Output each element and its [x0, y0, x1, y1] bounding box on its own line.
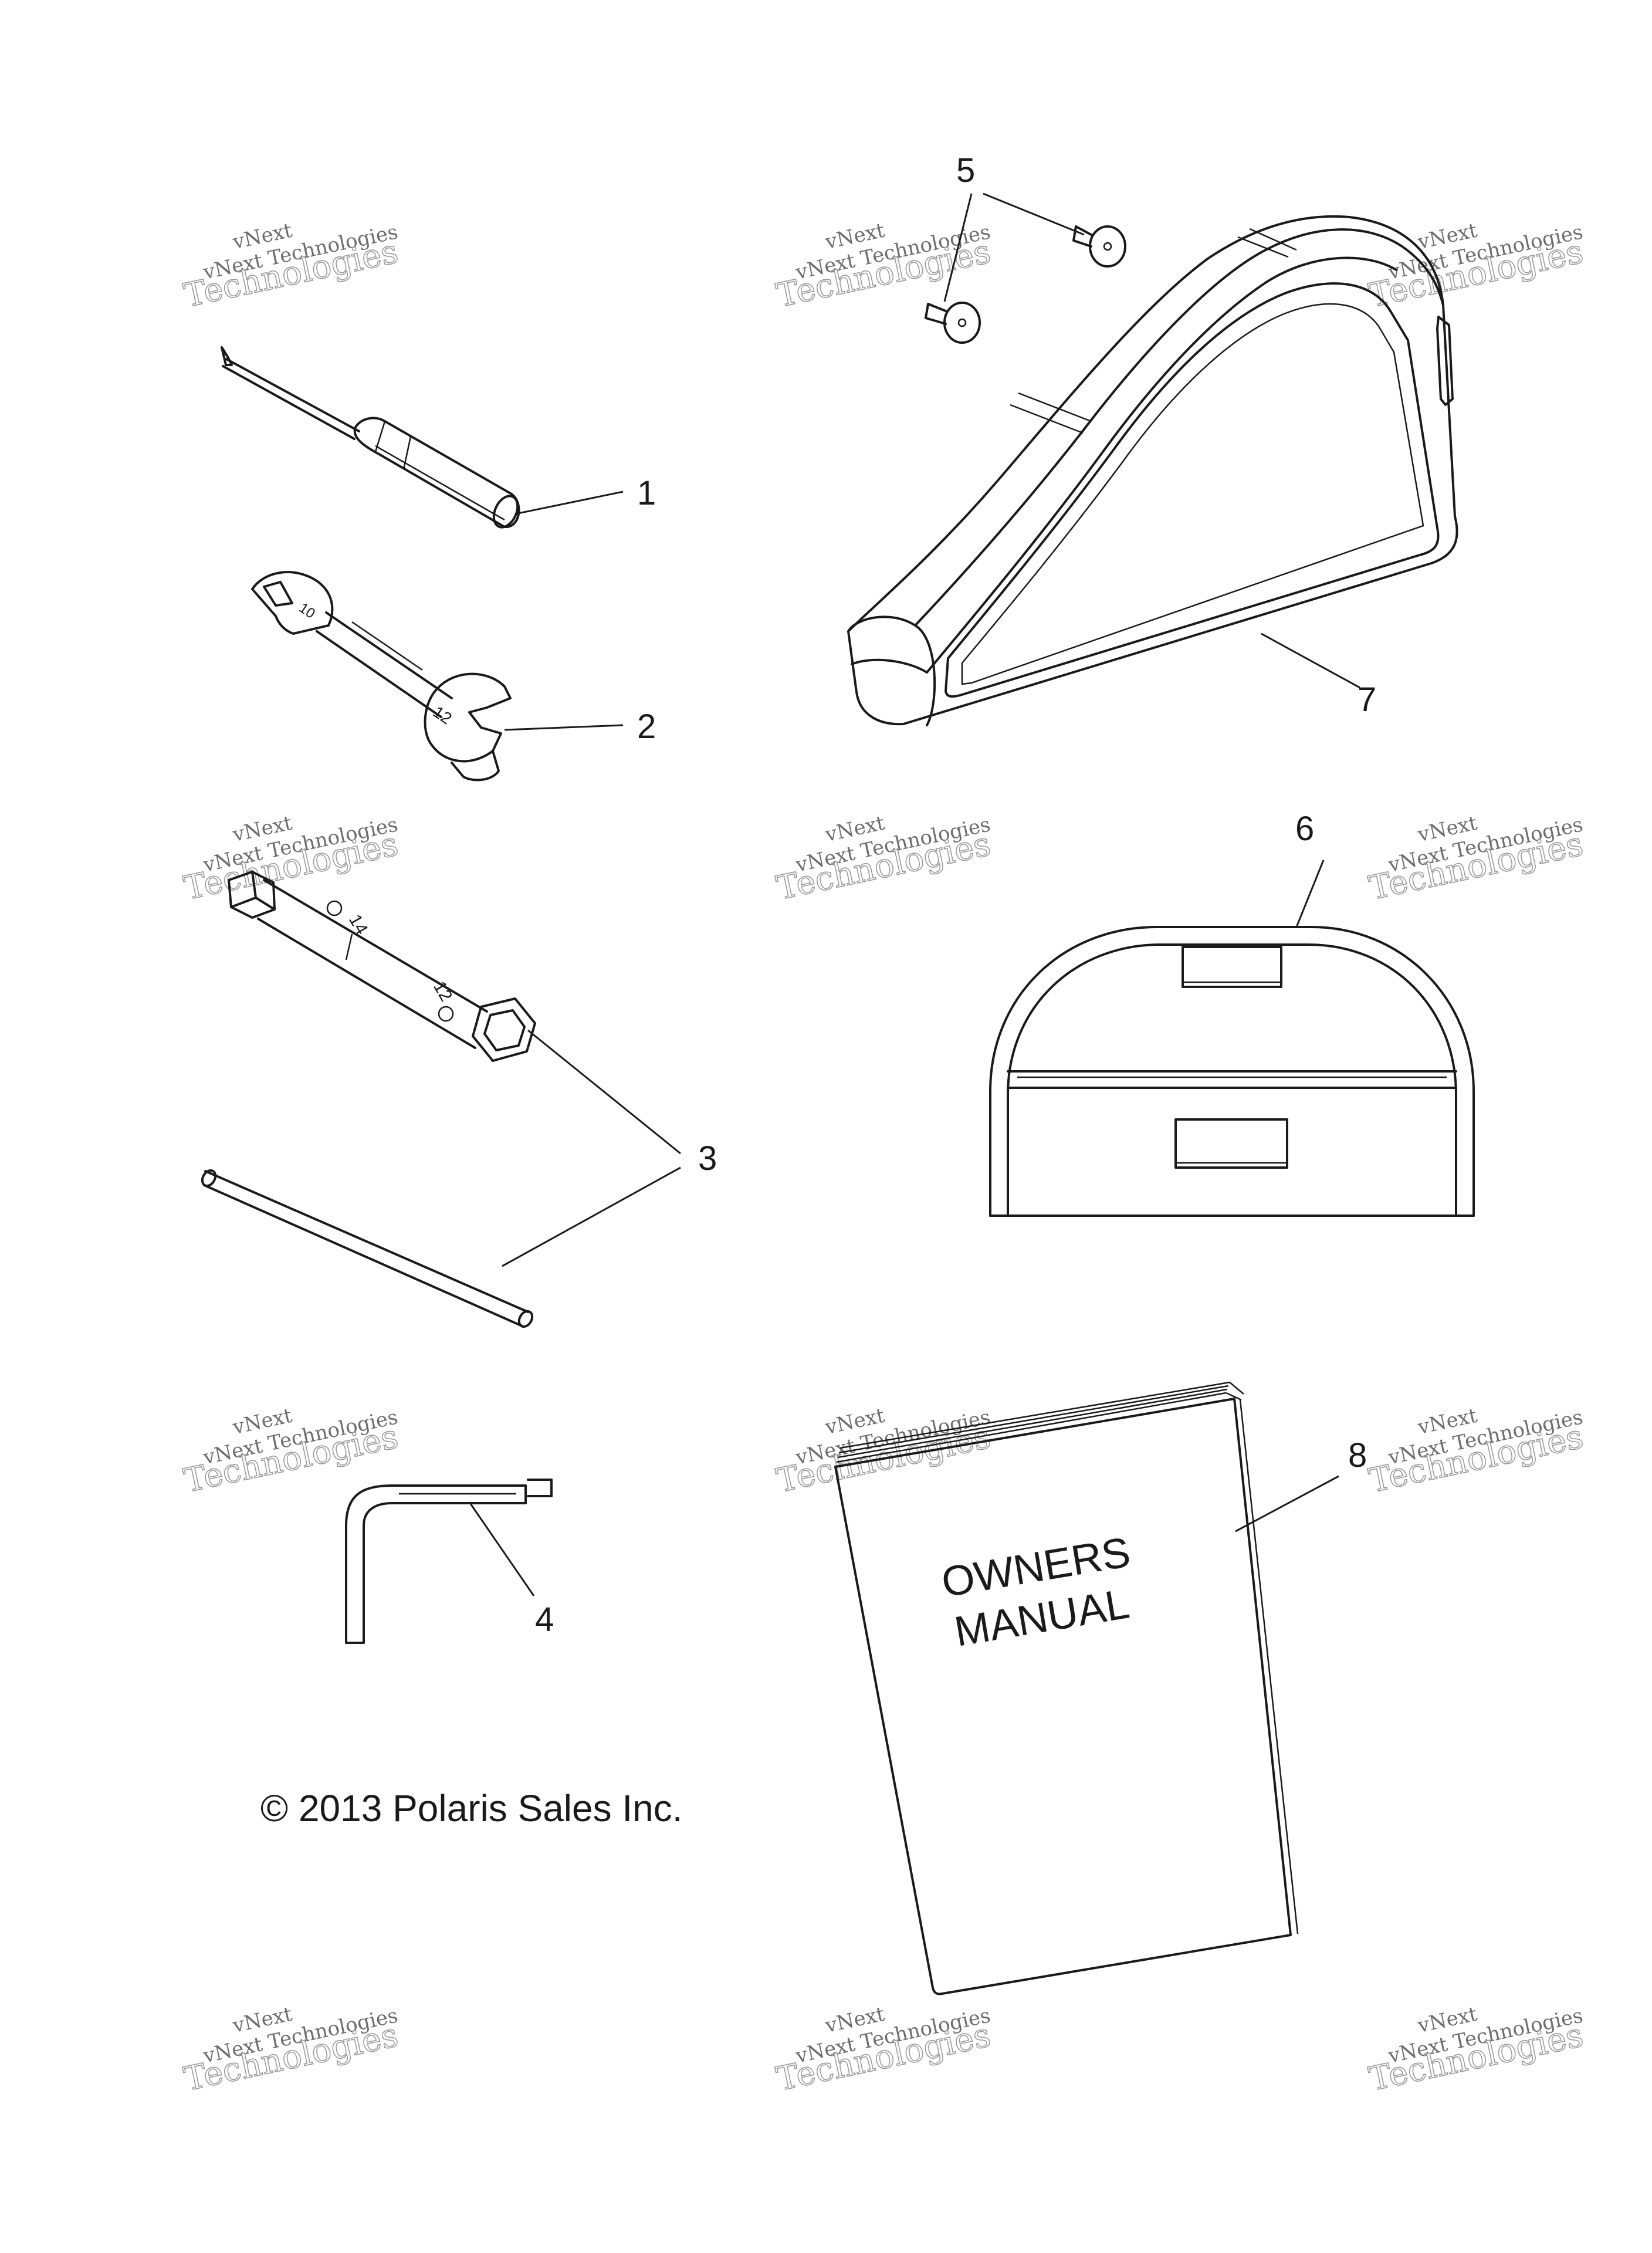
wrench-body [325, 611, 453, 699]
watermark: vNext vNext Technologies Technologies [1365, 811, 1587, 908]
wrench-large-end [424, 672, 512, 763]
watermark: vNext vNext Technologies Technologies [1365, 219, 1587, 316]
watermark: vNext vNext Technologies Technologies [180, 1404, 402, 1501]
bag-lower-strap [1174, 1118, 1288, 1169]
leader-line-5a [943, 193, 973, 302]
bag-top-strap [1182, 946, 1282, 988]
rivet-head [1089, 225, 1126, 268]
watermark: vNext vNext Technologies Technologies [180, 811, 402, 908]
owners-manual-part[interactable]: OWNERS MANUAL [834, 1381, 1299, 1995]
wrench-size-large: 12 [430, 702, 455, 728]
screwdriver-shaft [222, 365, 356, 440]
socket-body [257, 918, 476, 1049]
hex-key-part[interactable] [345, 1479, 553, 1644]
watermark: vNext vNext Technologies Technologies [180, 2002, 402, 2099]
watermark: vNext vNext Technologies Technologies [1365, 1404, 1587, 1501]
leader-line-3a [527, 1029, 681, 1155]
socket-wrench-part[interactable]: 14 12 [228, 871, 536, 1062]
pouch-top-edge [847, 228, 1444, 632]
leader-line-6 [1295, 860, 1325, 928]
pouch-outer [847, 215, 1458, 726]
push-rivets-part[interactable] [925, 225, 1126, 344]
leader-line-5b [983, 192, 1085, 236]
callout-3[interactable]: 3 [698, 1139, 717, 1178]
screwdriver-handle [353, 417, 520, 529]
socket-size-large: 12 [429, 978, 456, 1004]
rivet-stem [925, 303, 947, 325]
bag-outer [989, 926, 1475, 1217]
screwdriver-tip [221, 346, 233, 366]
callout-5[interactable]: 5 [956, 151, 975, 190]
wrench-small-end [251, 571, 334, 635]
watermark: vNext vNext Technologies Technologies [773, 219, 994, 316]
screwdriver-shaft [225, 358, 360, 432]
callout-4[interactable]: 4 [535, 1601, 554, 1639]
leader-line-2 [504, 724, 624, 731]
socket-size-small: 14 [345, 911, 371, 938]
rivet-stem [1072, 225, 1092, 248]
watermark: vNext vNext Technologies Technologies [773, 2002, 994, 2099]
pouch-zipper-pull [1436, 316, 1454, 406]
rivet-head [943, 302, 981, 344]
manual-cover [834, 1398, 1292, 1995]
copyright-text: © 2013 Polaris Sales Inc. [260, 1787, 683, 1829]
hex-key-bend [345, 1484, 393, 1644]
watermark: vNext vNext Technologies Technologies [180, 219, 402, 316]
watermark: vNext vNext Technologies Technologies [773, 811, 994, 908]
screwdriver-butt [492, 495, 519, 529]
callout-8[interactable]: 8 [1348, 1436, 1367, 1474]
wrench-size-small: 10 [296, 600, 318, 622]
wrench-body [316, 630, 442, 718]
wrench-part[interactable]: 10 12 [251, 571, 512, 782]
screwdriver-part[interactable] [221, 346, 522, 531]
leader-line-3b [502, 1166, 681, 1267]
leader-line-7 [1261, 632, 1360, 689]
callout-2[interactable]: 2 [637, 708, 656, 746]
leader-line-4 [468, 1501, 535, 1596]
callout-7[interactable]: 7 [1358, 681, 1376, 719]
watermark: vNext vNext Technologies Technologies [1365, 2002, 1587, 2099]
tommy-bar-part[interactable] [199, 1168, 534, 1329]
tool-pouch-part[interactable] [847, 215, 1458, 726]
leader-line-8 [1235, 1475, 1339, 1533]
tommy-bar-body [204, 1170, 529, 1313]
pouch-inner-panel [945, 282, 1440, 698]
callout-6[interactable]: 6 [1295, 810, 1314, 848]
socket-large-end [472, 997, 536, 1062]
tommy-bar-body [203, 1184, 523, 1327]
storage-bag-part[interactable] [989, 926, 1475, 1217]
callout-1[interactable]: 1 [637, 474, 656, 512]
socket-body [263, 879, 488, 1013]
leader-line-1 [514, 490, 624, 515]
